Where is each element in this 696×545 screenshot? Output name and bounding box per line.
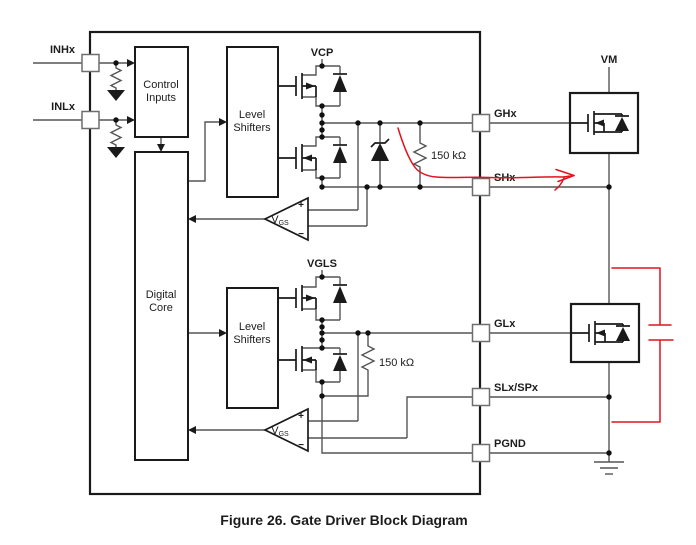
resistor-value-low: 150 kΩ xyxy=(379,357,414,369)
ghx-pin-label: GHx xyxy=(494,108,518,120)
inhx-pad xyxy=(81,53,100,73)
ghx-pad xyxy=(471,113,491,133)
pin-pads xyxy=(81,53,491,463)
slx-spx-pin-label: SLx/SPx xyxy=(494,382,539,394)
red-arrowhead xyxy=(555,168,575,183)
high-side-driver-fet-arrows-and-diodes xyxy=(303,75,347,163)
external-low-fet-body-diode xyxy=(616,327,630,341)
high-side-driver-fets xyxy=(278,73,347,172)
digital-core-label-line1: Digital xyxy=(146,289,177,301)
external-low-fet-arrow xyxy=(596,329,605,337)
external-high-fet-body-diode xyxy=(615,117,629,131)
inlx-pin-label: INLx xyxy=(51,101,76,113)
shx-pad xyxy=(471,177,491,197)
internal-wires xyxy=(33,59,472,454)
red-arrow-annotation xyxy=(397,127,575,179)
vgs-comparator-low-label: VGS xyxy=(271,425,289,438)
external-high-side-fet xyxy=(568,91,640,155)
low-side-driver-fets xyxy=(278,284,347,372)
inlx-pad xyxy=(81,110,100,130)
external-low-side-fet xyxy=(569,302,641,364)
zener-diode xyxy=(370,138,390,161)
glx-pad xyxy=(471,323,491,343)
level-shifters-high-label-line2: Shifters xyxy=(233,122,271,134)
pgnd-pin-label: PGND xyxy=(494,438,526,450)
level-shifters-high-label-line1: Level xyxy=(239,109,265,121)
vgs-high-minus-sign: − xyxy=(298,229,304,240)
glx-pin-label: GLx xyxy=(494,318,516,330)
vgs-comparator-high-label: VGS xyxy=(271,214,289,227)
vgs-low-plus-sign: + xyxy=(298,411,304,422)
red-capacitor-annotation xyxy=(611,267,674,423)
vcp-net-label: VCP xyxy=(311,47,334,59)
external-high-fet-arrow xyxy=(595,119,604,127)
pgnd-pad xyxy=(471,443,491,463)
control-inputs-label-line2: Inputs xyxy=(146,92,176,104)
inhx-pin-label: INHx xyxy=(50,44,76,56)
red-annotations xyxy=(397,127,674,423)
junction-dots xyxy=(113,60,612,456)
vgls-net-label: VGLS xyxy=(307,258,337,270)
level-shifters-low-label-line2: Shifters xyxy=(233,334,271,346)
vgs-comparator-low: VGS + − xyxy=(263,407,309,453)
slx-spx-pad xyxy=(471,387,491,407)
level-shifters-low-block xyxy=(226,287,279,409)
level-shifters-low-label-line1: Level xyxy=(239,321,265,333)
control-inputs-label-line1: Control xyxy=(143,79,178,91)
vgs-high-plus-sign: + xyxy=(298,200,304,211)
digital-core-label-line2: Core xyxy=(149,302,173,314)
vm-net-label: VM xyxy=(601,54,618,66)
resistor-value-high: 150 kΩ xyxy=(431,150,466,162)
vgs-comparator-high: VGS + − xyxy=(263,196,309,242)
vgs-low-minus-sign: − xyxy=(298,440,304,451)
red-arrow-tail-squiggle xyxy=(554,177,565,191)
arrowheads xyxy=(107,59,227,434)
control-inputs-block xyxy=(134,46,189,138)
low-side-driver-fet-arrows-and-diodes xyxy=(303,286,347,371)
digital-core-block xyxy=(134,151,189,461)
figure-caption: Figure 26. Gate Driver Block Diagram xyxy=(220,512,467,528)
level-shifters-high-block xyxy=(226,46,279,198)
